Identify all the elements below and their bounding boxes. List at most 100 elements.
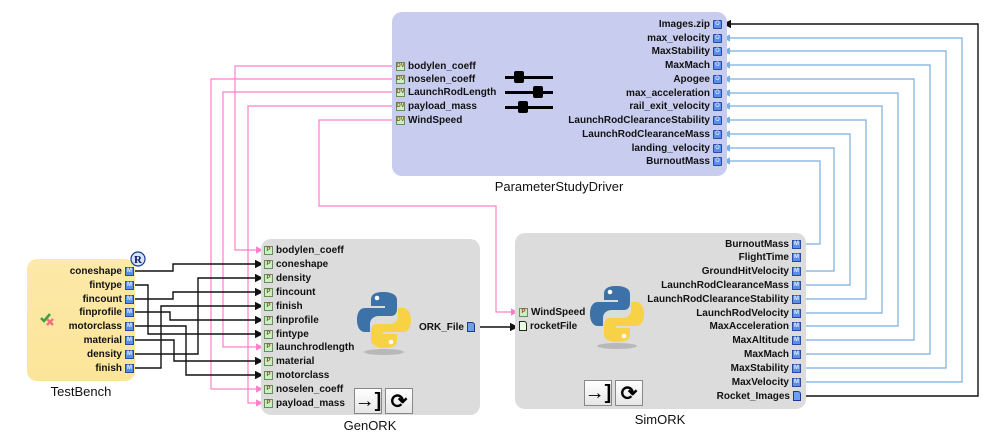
metric-port-icon[interactable]: M <box>792 321 801 331</box>
simork-output-port[interactable]: Rocket_Images <box>717 390 801 402</box>
metric-port-icon[interactable]: M <box>125 280 134 290</box>
file-port-icon[interactable] <box>793 391 801 401</box>
parameter-port-icon[interactable]: P <box>264 287 273 297</box>
parameter-port-icon[interactable]: P <box>264 315 273 325</box>
wire-payload-mass[interactable] <box>247 105 396 407</box>
simork-refresh-button[interactable]: ⟳ <box>615 380 643 406</box>
wire-fintype[interactable] <box>134 284 264 339</box>
design-variable-port-icon[interactable]: DV <box>396 101 405 111</box>
objective-port-icon[interactable]: O <box>713 19 722 29</box>
metric-port-icon[interactable]: M <box>125 349 134 359</box>
wire-metric-6[interactable] <box>722 116 867 300</box>
metric-port-icon[interactable]: M <box>125 307 134 317</box>
simork-open-button[interactable]: →] <box>584 380 612 406</box>
objective-port-icon[interactable]: O <box>713 101 722 111</box>
parameter-port-icon[interactable]: P <box>264 356 273 366</box>
design-variable-port-icon[interactable]: DV <box>396 61 405 71</box>
genork-open-button[interactable]: →] <box>354 388 382 414</box>
metric-port-icon[interactable]: M <box>792 294 801 304</box>
metric-port-icon[interactable]: M <box>125 294 134 304</box>
parameter-port-icon[interactable]: P <box>264 398 273 408</box>
objective-port-icon[interactable]: O <box>713 33 722 43</box>
parameter-port-icon[interactable]: P <box>264 245 273 255</box>
wire-metric-2[interactable] <box>722 61 931 355</box>
parameter-port-icon[interactable]: P <box>264 273 273 283</box>
objective-port-icon[interactable]: O <box>713 156 722 166</box>
metric-port-icon[interactable]: M <box>125 321 134 331</box>
metric-port-icon[interactable]: M <box>792 266 801 276</box>
metric-port-icon[interactable]: M <box>125 363 134 373</box>
wire-fincount[interactable] <box>134 287 264 300</box>
parameter-port-icon[interactable]: P <box>264 259 273 269</box>
metric-port-icon[interactable]: M <box>792 252 801 262</box>
wire-metric-0[interactable] <box>722 34 963 383</box>
wire-coneshape[interactable] <box>134 259 264 272</box>
simork-input-port[interactable]: rocketFile <box>519 320 577 332</box>
wire-windspeed[interactable] <box>318 119 519 316</box>
wire-metric-8[interactable] <box>722 144 835 272</box>
objective-port-icon[interactable]: O <box>713 143 722 153</box>
wire-bodylen-coeff[interactable] <box>234 65 396 254</box>
design-variable-port-icon[interactable]: DV <box>396 87 405 97</box>
metric-port-icon[interactable]: M <box>792 239 801 249</box>
wire-motorclass[interactable] <box>134 325 264 380</box>
wire-metric-7[interactable] <box>722 130 851 286</box>
wire-metric-9[interactable] <box>722 157 821 245</box>
file-port-icon[interactable] <box>519 321 527 331</box>
parameter-port-icon[interactable]: P <box>264 329 273 339</box>
metric-port-icon[interactable]: M <box>792 335 801 345</box>
wire-metric-5[interactable] <box>722 102 883 314</box>
wire-metric-3[interactable] <box>722 75 915 341</box>
objective-port-icon[interactable]: O <box>713 88 722 98</box>
metric-port-icon[interactable]: M <box>125 335 134 345</box>
wire-launchrodlength[interactable] <box>222 91 396 351</box>
genork-refresh-button[interactable]: ⟳ <box>385 388 413 414</box>
objective-port-icon[interactable]: O <box>713 46 722 56</box>
objective-port-icon[interactable]: O <box>713 129 722 139</box>
metric-port-icon[interactable]: M <box>792 280 801 290</box>
objective-port-icon[interactable]: O <box>713 60 722 70</box>
wire-metric-1[interactable] <box>722 47 947 369</box>
metric-port-icon[interactable]: M <box>792 349 801 359</box>
parameter-port-icon[interactable]: P <box>264 301 273 311</box>
metric-port-icon[interactable]: M <box>792 308 801 318</box>
parameter-port-icon[interactable]: P <box>264 384 273 394</box>
parameter-port-icon[interactable]: P <box>519 307 528 317</box>
